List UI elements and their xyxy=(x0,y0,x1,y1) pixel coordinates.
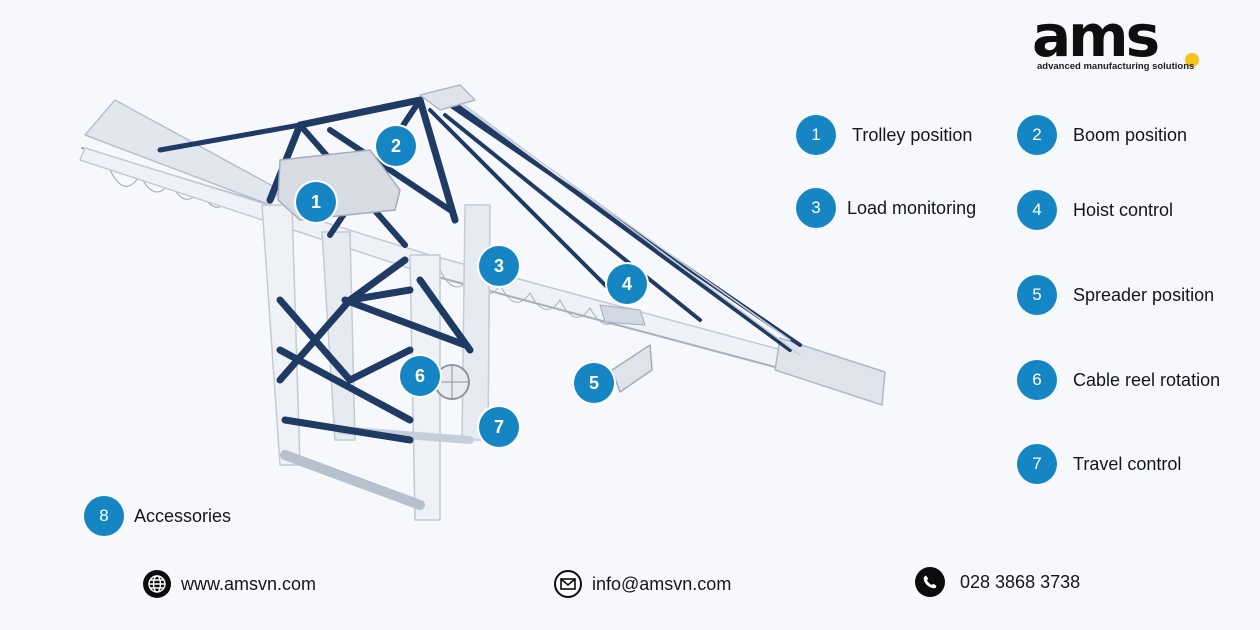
marker-1: 1 xyxy=(296,182,336,222)
website-link[interactable]: www.amsvn.com xyxy=(181,573,317,594)
legend-label: Trolley position xyxy=(852,124,973,145)
legend-number: 3 xyxy=(796,188,836,228)
legend-label: Hoist control xyxy=(1073,199,1174,220)
legend-number: 2 xyxy=(1017,115,1057,155)
legend-item-spreader-position: 5 Spreader position xyxy=(1017,275,1214,315)
contact-phone[interactable]: 028 3868 3738 xyxy=(915,567,1080,597)
legend-item-trolley-position: 1 Trolley position xyxy=(796,115,972,155)
logo-dot xyxy=(1185,53,1199,67)
legend-label: Boom position xyxy=(1073,124,1188,145)
phone-icon xyxy=(915,567,945,597)
envelope-icon xyxy=(554,570,582,598)
legend-number: 8 xyxy=(84,496,124,536)
email-link[interactable]: info@amsvn.com xyxy=(592,573,732,594)
legend-label: Travel control xyxy=(1073,453,1182,474)
ship-to-shore-crane-illustration xyxy=(79,84,886,521)
legend-label: Cable reel rotation xyxy=(1073,369,1221,390)
phone-number[interactable]: 028 3868 3738 xyxy=(960,571,1081,592)
legend-number: 5 xyxy=(1017,275,1057,315)
legend-number: 1 xyxy=(796,115,836,155)
legend-item-boom-position: 2 Boom position xyxy=(1017,115,1187,155)
contact-website[interactable]: www.amsvn.com xyxy=(143,570,316,598)
logo-wordmark: ams xyxy=(1032,2,1160,70)
legend-label: Load monitoring xyxy=(847,197,977,218)
legend-number: 6 xyxy=(1017,360,1057,400)
legend-item-accessories: 8 Accessories xyxy=(84,496,231,536)
marker-6: 6 xyxy=(400,356,440,396)
legend-label: Accessories xyxy=(134,505,232,526)
marker-2: 2 xyxy=(376,126,416,166)
contact-email[interactable]: info@amsvn.com xyxy=(554,570,731,598)
legend-item-travel-control: 7 Travel control xyxy=(1017,444,1181,484)
legend-number: 7 xyxy=(1017,444,1057,484)
marker-3: 3 xyxy=(479,246,519,286)
ams-logo: ams advanced manufacturing solutions xyxy=(1030,2,1210,76)
legend-number: 4 xyxy=(1017,190,1057,230)
legend-item-cable-reel-rotation: 6 Cable reel rotation xyxy=(1017,360,1220,400)
marker-7: 7 xyxy=(479,407,519,447)
marker-4: 4 xyxy=(607,264,647,304)
legend-item-load-monitoring: 3 Load monitoring xyxy=(796,188,976,228)
legend-label: Spreader position xyxy=(1073,284,1215,305)
marker-5: 5 xyxy=(574,363,614,403)
logo-tagline: advanced manufacturing solutions xyxy=(1037,61,1195,72)
globe-icon xyxy=(143,570,171,598)
legend-item-hoist-control: 4 Hoist control xyxy=(1017,190,1173,230)
